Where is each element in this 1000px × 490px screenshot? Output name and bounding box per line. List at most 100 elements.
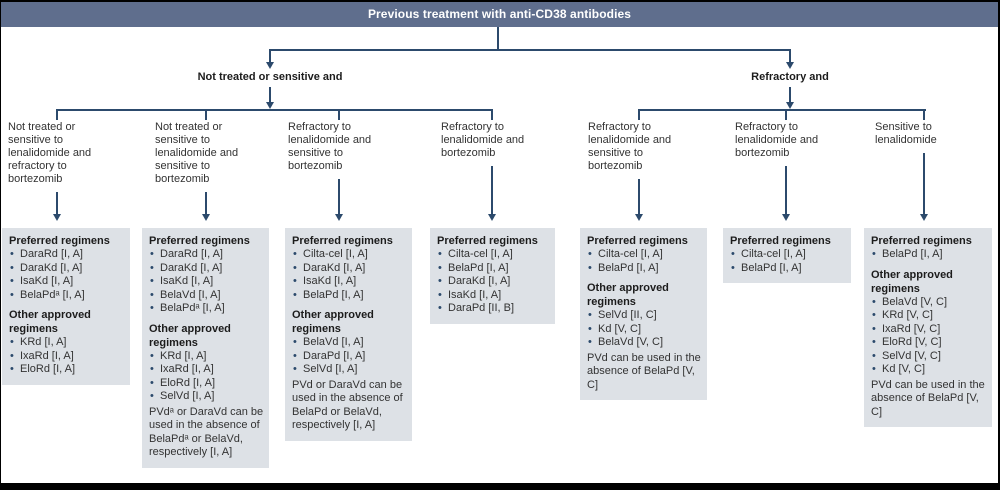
- regimen-item: BelaPd [I, A]: [871, 248, 987, 262]
- connector-left-drop: [269, 87, 271, 103]
- regimen-item: EloRd [I, A]: [9, 363, 125, 377]
- regimen-item: Kd [V, C]: [871, 363, 987, 377]
- condition-branch-5: Refractory to lenalidomide and sensitive…: [588, 121, 672, 172]
- branch-label-refractory: Refractory and: [751, 71, 829, 83]
- regimen-box-4: Preferred regimens Cilta-cel [I, A] Bela…: [430, 228, 555, 324]
- arrow-to-box-1: [56, 192, 58, 215]
- regimen-box-3: Preferred regimens Cilta-cel [I, A] Dara…: [285, 228, 412, 441]
- regimen-item: BelaPd [I, A]: [292, 289, 407, 303]
- section-heading-preferred: Preferred regimens: [437, 235, 538, 247]
- regimen-item: DaraRd [I, A]: [149, 248, 264, 262]
- regimen-item: EloRd [I, A]: [149, 377, 264, 391]
- section-heading-other: Other approved regimens: [871, 268, 953, 295]
- regimen-item: IxaRd [I, A]: [9, 350, 125, 364]
- arrowhead-left: [266, 62, 274, 69]
- condition-branch-2: Not treated or sensitive to lenalidomide…: [155, 121, 239, 185]
- stub-branch-1: [56, 111, 58, 120]
- regimen-item: KRd [V, C]: [871, 309, 987, 323]
- section-heading-other: Other approved regimens: [587, 282, 669, 308]
- regimen-item: KRd [I, A]: [9, 336, 125, 350]
- regimen-item: DaraPd [I, A]: [292, 350, 407, 364]
- arrowhead-box-5: [635, 214, 643, 221]
- regimen-item: BelaPd [I, A]: [730, 262, 846, 276]
- regimen-item: Cilta-cel [I, A]: [437, 248, 550, 262]
- regimen-item: SelVd [II, C]: [587, 309, 702, 323]
- stub-branch-4: [491, 111, 493, 120]
- box-note: PVd can be used in the absence of BelaPd…: [587, 351, 701, 391]
- regimen-item: BelaVd [I, A]: [149, 289, 264, 303]
- regimen-item: Cilta-cel [I, A]: [292, 248, 407, 262]
- arrowhead-box-3: [335, 214, 343, 221]
- connector-arrow-left: [269, 49, 271, 63]
- connector-trunk: [497, 27, 499, 49]
- regimen-item: BelaPd [I, A]: [437, 262, 550, 276]
- arrowhead-right: [786, 62, 794, 69]
- arrow-to-box-6: [785, 166, 787, 215]
- arrowhead-right-drop: [786, 102, 794, 109]
- regimen-item: BelaVd [V, C]: [587, 336, 702, 350]
- regimen-item: BelaPdᵃ [I, A]: [9, 289, 125, 303]
- stub-branch-3: [338, 111, 340, 120]
- regimen-item: BelaPd [I, A]: [587, 262, 702, 276]
- regimen-item: Kd [V, C]: [587, 323, 702, 337]
- arrowhead-box-7: [920, 214, 928, 221]
- arrowhead-left-drop: [266, 102, 274, 109]
- regimen-item: SelVd [I, A]: [292, 363, 407, 377]
- condition-branch-3: Refractory to lenalidomide and sensitive…: [288, 121, 372, 172]
- arrow-to-box-4: [491, 166, 493, 215]
- section-heading-preferred: Preferred regimens: [9, 235, 110, 247]
- connector-level2-right-hline: [638, 109, 926, 111]
- regimen-item: BelaVd [V, C]: [871, 296, 987, 310]
- regimen-item: Cilta-cel [I, A]: [730, 248, 846, 262]
- root-node-label: Previous treatment with anti-CD38 antibo…: [1, 2, 998, 27]
- frame-bottom: [0, 483, 1000, 490]
- section-heading-preferred: Preferred regimens: [587, 235, 688, 247]
- arrowhead-box-6: [782, 214, 790, 221]
- stub-branch-6: [785, 111, 787, 120]
- regimen-item: DaraKd [I, A]: [437, 275, 550, 289]
- regimen-item: IsaKd [I, A]: [292, 275, 407, 289]
- regimen-item: IsaKd [I, A]: [149, 275, 264, 289]
- regimen-item: DaraRd [I, A]: [9, 248, 125, 262]
- stub-branch-2: [205, 111, 207, 120]
- section-heading-preferred: Preferred regimens: [292, 235, 393, 247]
- branch-label-not-treated-or-sensitive: Not treated or sensitive and: [197, 71, 343, 83]
- condition-branch-1: Not treated or sensitive to lenalidomide…: [8, 121, 92, 185]
- arrow-to-box-7: [923, 153, 925, 215]
- arrowhead-box-4: [488, 214, 496, 221]
- regimen-item: IxaRd [V, C]: [871, 323, 987, 337]
- regimen-box-1: Preferred regimens DaraRd [I, A] DaraKd …: [2, 228, 130, 385]
- regimen-item: IsaKd [I, A]: [437, 289, 550, 303]
- regimen-item: DaraKd [I, A]: [9, 262, 125, 276]
- stub-branch-5: [638, 111, 640, 120]
- frame-top: [0, 0, 1000, 2]
- condition-branch-7: Sensitive to lenalidomide: [875, 121, 937, 146]
- arrowhead-box-1: [53, 214, 61, 221]
- regimen-item: EloRd [V, C]: [871, 336, 987, 350]
- connector-right-drop: [789, 87, 791, 103]
- connector-level1-hline: [269, 49, 791, 51]
- regimen-box-5: Preferred regimens Cilta-cel [I, A] Bela…: [580, 228, 707, 400]
- regimen-item: SelVd [I, A]: [149, 390, 264, 404]
- box-note: PVdᵃ or DaraVd can be used in the absenc…: [149, 405, 264, 459]
- regimen-box-2: Preferred regimens DaraRd [I, A] DaraKd …: [142, 228, 269, 468]
- condition-branch-4: Refractory to lenalidomide and bortezomi…: [441, 121, 525, 159]
- regimen-item: DaraKd [I, A]: [292, 262, 407, 276]
- regimen-box-6: Preferred regimens Cilta-cel [I, A] Bela…: [723, 228, 851, 283]
- arrow-to-box-2: [205, 192, 207, 215]
- frame-left: [0, 0, 1, 490]
- arrowhead-box-2: [202, 214, 210, 221]
- regimen-box-7: Preferred regimens BelaPd [I, A] Other a…: [864, 228, 992, 427]
- regimen-item: KRd [I, A]: [149, 350, 264, 364]
- section-heading-other: Other approved regimens: [292, 309, 374, 335]
- regimen-item: IsaKd [I, A]: [9, 275, 125, 289]
- regimen-item: DaraPd [II, B]: [437, 302, 550, 316]
- connector-arrow-right: [789, 49, 791, 63]
- section-heading-preferred: Preferred regimens: [149, 235, 250, 247]
- regimen-item: Cilta-cel [I, A]: [587, 248, 702, 262]
- frame-right: [998, 0, 1000, 490]
- section-heading-preferred: Preferred regimens: [871, 235, 972, 247]
- section-heading-other: Other approved regimens: [9, 309, 91, 335]
- section-heading-other: Other approved regimens: [149, 322, 231, 349]
- stub-branch-7: [923, 111, 925, 120]
